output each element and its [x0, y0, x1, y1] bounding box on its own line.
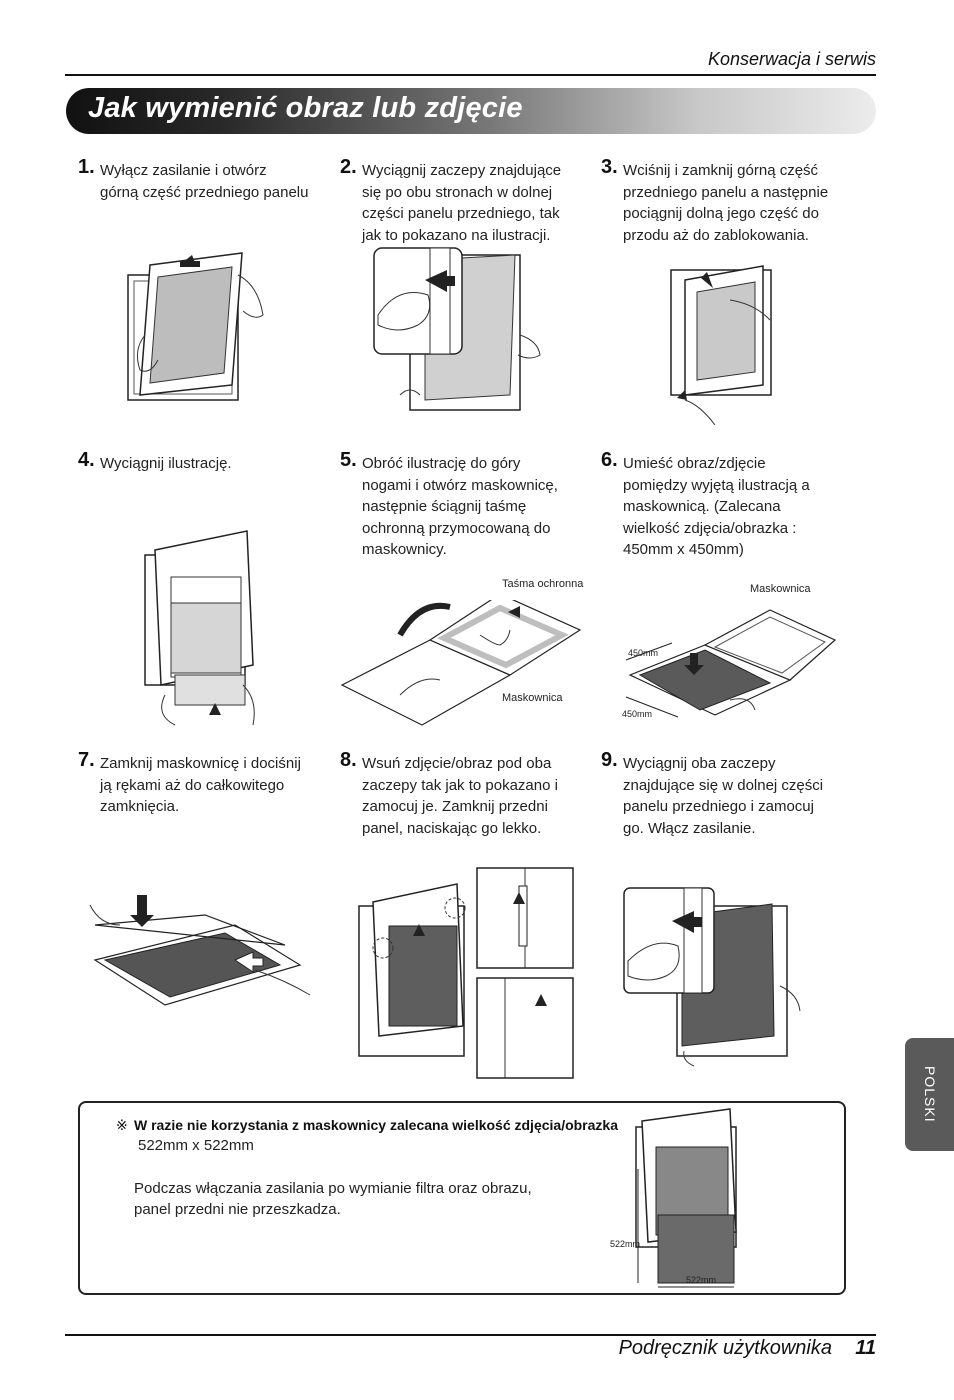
note-mark: ※: [116, 1117, 128, 1133]
note-text: panel przedni nie przeszkadza.: [134, 1201, 341, 1218]
figure-step-1: [120, 245, 280, 405]
bottom-rule: [65, 1334, 876, 1336]
note-box: ※ W razie nie korzystania z maskownicy z…: [78, 1101, 846, 1295]
dimension-label: 522mm: [686, 1275, 717, 1285]
mask-label: Maskownica: [502, 692, 563, 704]
figure-step-9: [622, 886, 807, 1071]
figure-step-7: [85, 885, 315, 1015]
page-title: Jak wymienić obraz lub zdjęcie: [88, 92, 523, 124]
step-number: 7.: [78, 749, 95, 771]
title-bar: Jak wymienić obraz lub zdjęcie: [66, 88, 876, 134]
step-text: Wyciągnij ilustrację.: [100, 455, 232, 472]
step-number: 4.: [78, 449, 95, 471]
step-number: 5.: [340, 449, 357, 471]
figure-step-4: [135, 525, 275, 735]
footer-page-number: 11: [855, 1337, 876, 1359]
dimension-label: 522mm: [610, 1239, 641, 1249]
step-number: 3.: [601, 156, 618, 178]
step-number: 1.: [78, 156, 95, 178]
note-heading: W razie nie korzystania z maskownicy zal…: [134, 1117, 618, 1133]
step-number: 2.: [340, 156, 357, 178]
language-tab-label: POLSKI: [922, 1066, 938, 1123]
figure-step-8: [355, 866, 580, 1081]
mask-label: Maskownica: [750, 583, 811, 595]
step-4: 4. Wyciągnij ilustrację.: [78, 449, 328, 475]
language-tab: POLSKI: [905, 1038, 954, 1151]
figure-note: 522mm 522mm: [610, 1107, 788, 1291]
dimension-label: 450mm: [628, 648, 659, 658]
note-text: Podczas włączania zasilania po wymianie …: [134, 1180, 532, 1197]
step-number: 8.: [340, 749, 357, 771]
figure-step-3: [655, 250, 785, 425]
step-number: 6.: [601, 449, 618, 471]
note-size: 522mm x 522mm: [138, 1137, 254, 1154]
figure-step-2: [370, 245, 560, 415]
figure-step-5: Taśma ochronna Maskownica: [340, 578, 590, 730]
figure-step-6: Maskownica 450mm 450mm: [620, 583, 850, 730]
top-rule: [65, 74, 876, 76]
tape-label: Taśma ochronna: [502, 578, 584, 590]
section-label: Konserwacja i serwis: [707, 49, 876, 69]
step-number: 9.: [601, 749, 618, 771]
footer-manual: Podręcznik użytkownika: [618, 1337, 832, 1359]
dimension-label: 450mm: [622, 709, 653, 719]
